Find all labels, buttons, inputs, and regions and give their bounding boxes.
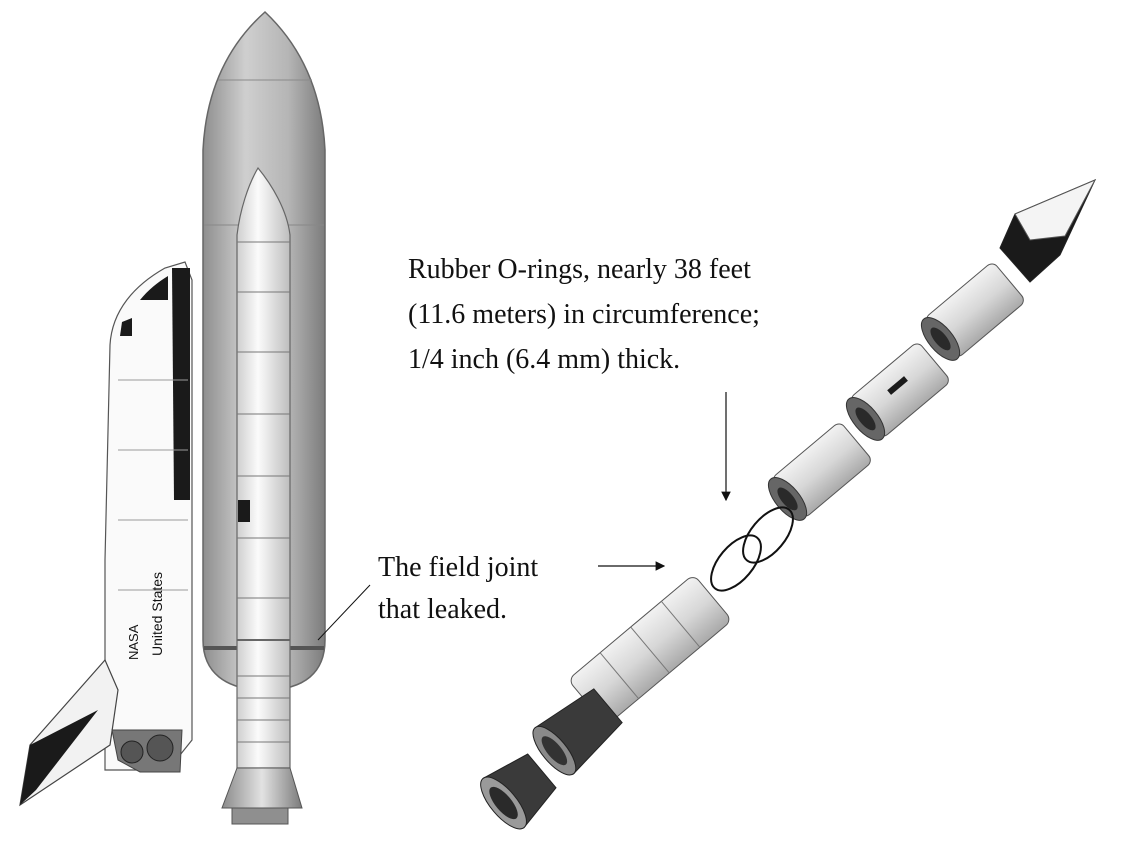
shuttle-stack: NASA United States (20, 12, 370, 824)
segment-aft-center (762, 421, 874, 526)
segment-forward-center (840, 341, 952, 446)
agency-mark: NASA (126, 624, 141, 660)
o-ring-caption: Rubber O-rings, nearly 38 feet (11.6 met… (408, 247, 760, 382)
field-joint-caption: The field joint that leaked. (378, 547, 538, 631)
field-joint-caption-line: that leaked. (378, 589, 538, 631)
o-ring (702, 527, 770, 599)
country-mark: United States (149, 572, 165, 656)
field-joint-caption-line: The field joint (378, 547, 538, 589)
o-ring-caption-line: 1/4 inch (6.4 mm) thick. (408, 337, 760, 382)
segment-forward (915, 261, 1027, 366)
o-ring-caption-line: (11.6 meters) in circumference; (408, 292, 760, 337)
orbiter: NASA United States (20, 262, 192, 805)
field-joint-leader (318, 585, 370, 640)
nose-cone (1000, 180, 1095, 282)
o-ring-caption-line: Rubber O-rings, nearly 38 feet (408, 247, 760, 292)
